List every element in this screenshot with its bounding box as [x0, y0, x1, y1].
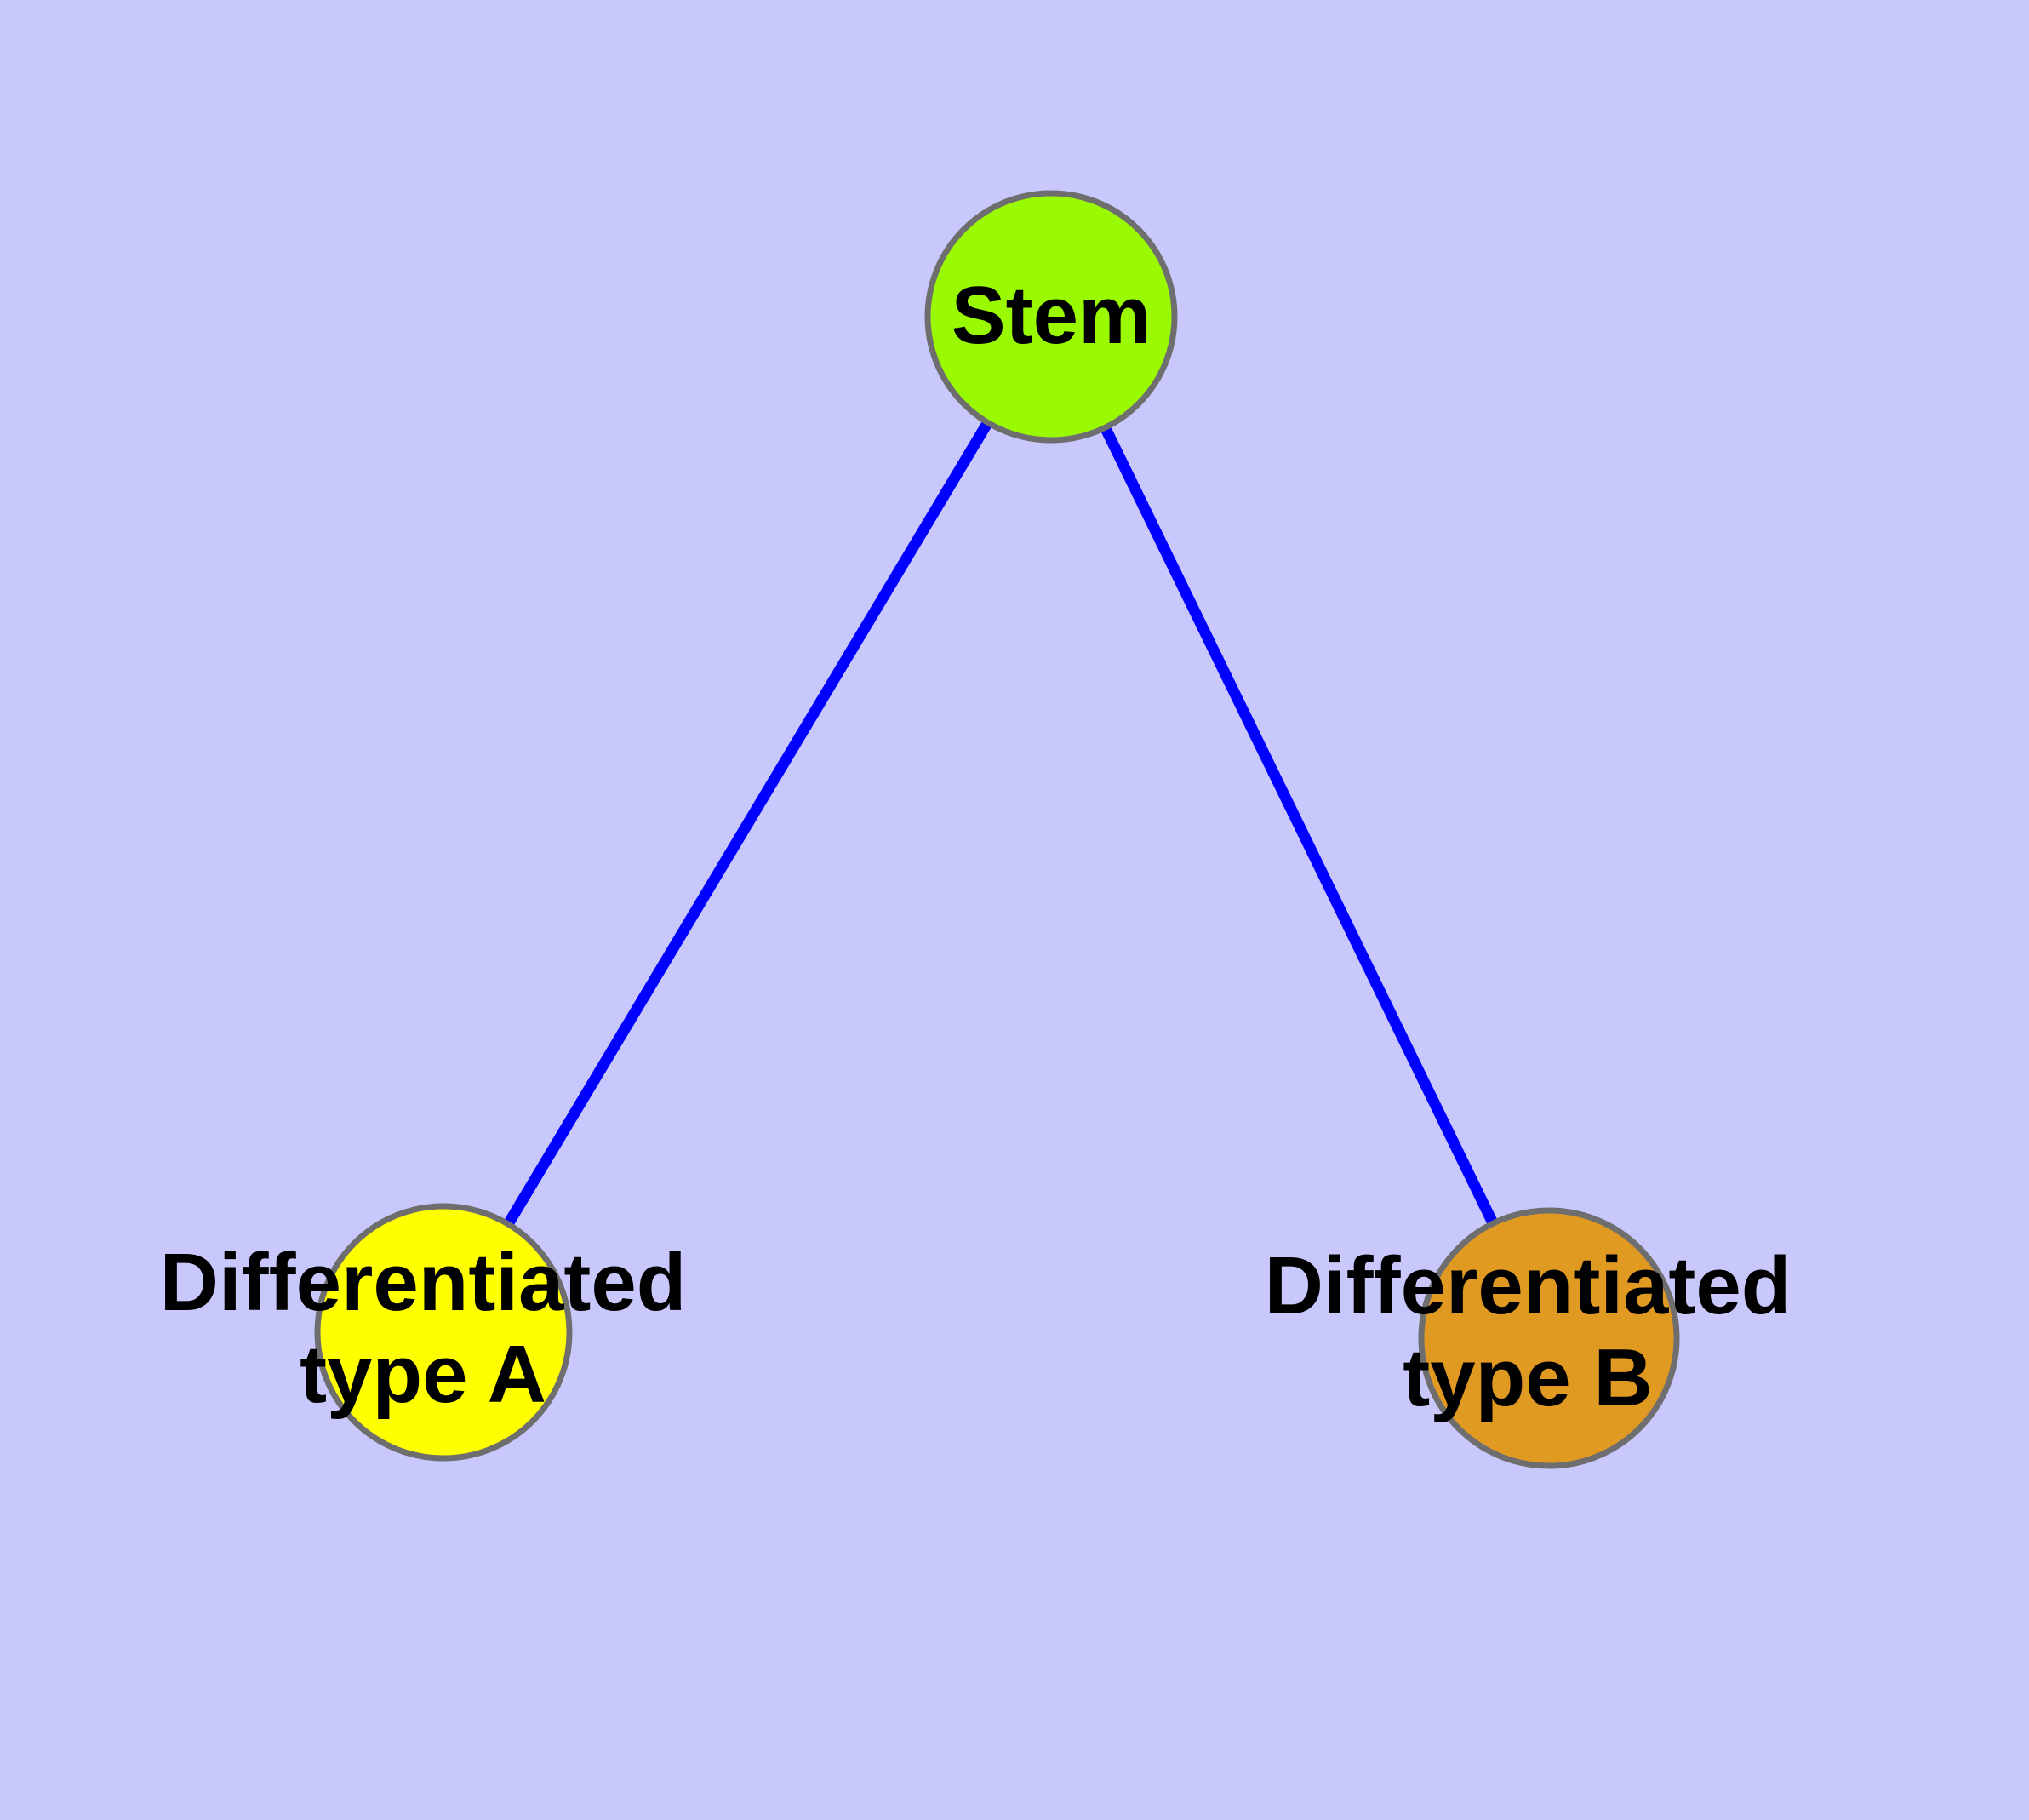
node-label-line: Differentiated	[160, 1238, 687, 1329]
node-diff_a[interactable]	[314, 1203, 573, 1462]
node-label-line: Stem	[952, 270, 1152, 361]
node-label-line: type A	[300, 1329, 546, 1420]
node-label-line: type B	[1403, 1332, 1652, 1423]
node-label-line: Differentiated	[1265, 1241, 1792, 1332]
edge-stem-to-diff_b[interactable]	[1046, 314, 1554, 1341]
edge-stem-to-diff_a[interactable]	[438, 313, 1056, 1336]
node-layer	[314, 190, 1680, 1469]
edge-layer	[438, 313, 1554, 1341]
node-label-stem: Stem	[952, 270, 1152, 361]
node-stem[interactable]	[924, 190, 1178, 444]
node-diff_b[interactable]	[1418, 1207, 1680, 1469]
